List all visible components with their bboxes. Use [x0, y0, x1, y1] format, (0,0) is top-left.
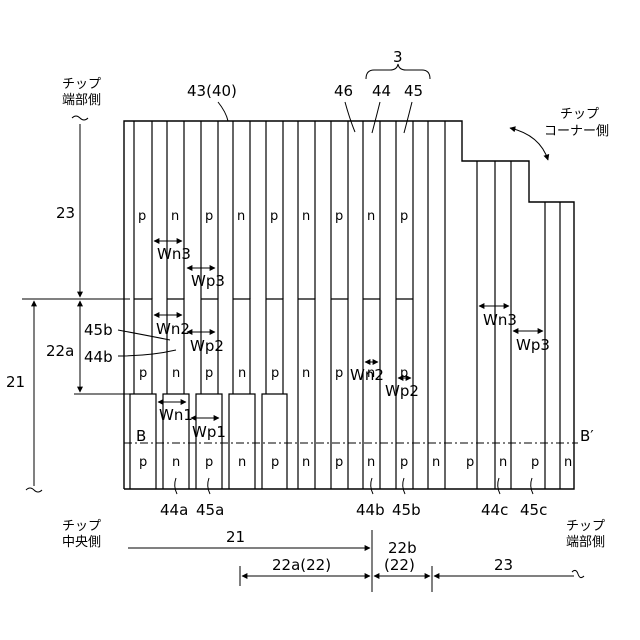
wp3-top-label: Wp3 — [191, 272, 225, 290]
chip-edge-bottom-label-1: チップ — [566, 519, 605, 534]
bottom-44a-label: 44a — [160, 501, 188, 519]
bottom-44c-label: 44c — [481, 501, 508, 519]
chip-corner-side-label-1: チップ — [560, 107, 599, 122]
dim-21-label: 21 — [226, 528, 245, 546]
edge-tilde-top — [72, 116, 88, 120]
bottom-45a-label: 45a — [196, 501, 224, 519]
ref-45-leader — [404, 102, 412, 133]
pn-letter: p — [271, 366, 279, 381]
edge-tilde-bottom-left — [26, 488, 42, 492]
pn-letter: p — [400, 209, 408, 224]
pn-letter: p — [335, 455, 343, 470]
pn-letter: p — [139, 455, 147, 470]
top-pn-labels: p n p n p n p n p — [138, 209, 408, 224]
ref-3-label: 3 — [393, 48, 403, 66]
dim-23-label: 23 — [494, 556, 513, 574]
pn-letter: n — [302, 209, 310, 224]
ref-44b-left-label: 44b — [84, 348, 113, 366]
pn-letter: p — [335, 209, 343, 224]
bottom-45b-label: 45b — [392, 501, 421, 519]
dim-22b-paren-label: (22) — [384, 556, 415, 574]
wp2-left-label: Wp2 — [190, 337, 224, 355]
ref-46-leader — [345, 102, 355, 132]
bottom-44b-label: 44b — [356, 501, 385, 519]
chip-edge-top-label-2: 端部側 — [62, 93, 101, 108]
pn-letter: n — [564, 455, 572, 470]
pn-letter: n — [302, 455, 310, 470]
b-left-label: B — [136, 427, 146, 445]
pn-letter: p — [335, 366, 343, 381]
pn-letter: p — [400, 366, 408, 381]
ref-44-leader — [372, 102, 380, 133]
ref-46-label: 46 — [334, 82, 353, 100]
pn-letter: n — [172, 366, 180, 381]
bottom-45c-label: 45c — [520, 501, 547, 519]
wp3-right-label: Wp3 — [516, 336, 550, 354]
bottom-pn-labels: p n p n p n p n p n p n p n — [139, 455, 572, 470]
pn-letter: p — [466, 455, 474, 470]
chip-center-label-1: チップ — [62, 519, 101, 534]
pn-letter: p — [400, 455, 408, 470]
chip-edge-bottom-label-2: 端部側 — [566, 535, 605, 550]
left-dimensions — [22, 124, 130, 486]
ref-21-left-label: 21 — [6, 373, 25, 391]
pn-letter: n — [432, 455, 440, 470]
ref-43-40-label: 43(40) — [187, 82, 237, 100]
wn3-top-label: Wn3 — [157, 245, 191, 263]
chip-center-label-2: 中央側 — [62, 535, 101, 550]
pn-letter: n — [171, 209, 179, 224]
corner-curved-arrow — [510, 128, 548, 160]
pn-letter: n — [499, 455, 507, 470]
wn1-label: Wn1 — [159, 406, 193, 424]
bottom-region-trenches — [130, 394, 287, 489]
pn-letter: n — [302, 366, 310, 381]
pn-letter: p — [205, 209, 213, 224]
ref-23-left-label: 23 — [56, 204, 75, 222]
ref-45-label: 45 — [404, 82, 423, 100]
wp1-label: Wp1 — [192, 423, 226, 441]
pn-letter: p — [270, 209, 278, 224]
pn-letter: p — [205, 455, 213, 470]
pn-letter: n — [238, 455, 246, 470]
ref-22a-left-label: 22a — [46, 342, 74, 360]
pn-letter: p — [531, 455, 539, 470]
ref-3-brace — [366, 64, 430, 79]
ref-44-label: 44 — [372, 82, 391, 100]
chip-edge-top-label-1: チップ — [62, 77, 101, 92]
pn-letter: p — [139, 366, 147, 381]
wp2-mid-label: Wp2 — [385, 382, 419, 400]
dim-22a-label: 22a(22) — [272, 556, 331, 574]
edge-tilde-bottom-right — [572, 570, 584, 577]
pn-letter: p — [138, 209, 146, 224]
ref-43-leader — [218, 102, 228, 121]
pn-letter: n — [367, 209, 375, 224]
dim-22b-label: 22b — [388, 539, 417, 557]
wn2-mid-label: Wn2 — [350, 366, 384, 384]
pn-letter: n — [172, 455, 180, 470]
pn-letter: n — [238, 366, 246, 381]
wn3-right-label: Wn3 — [483, 311, 517, 329]
pn-letter: p — [271, 455, 279, 470]
ref-45b-left-label: 45b — [84, 321, 113, 339]
chip-corner-side-label-2: コーナー側 — [544, 124, 609, 139]
pn-letter: n — [367, 455, 375, 470]
b-right-label: B′ — [580, 427, 594, 445]
pn-letter: n — [237, 209, 245, 224]
wn2-left-label: Wn2 — [156, 320, 190, 338]
pn-letter: p — [205, 366, 213, 381]
